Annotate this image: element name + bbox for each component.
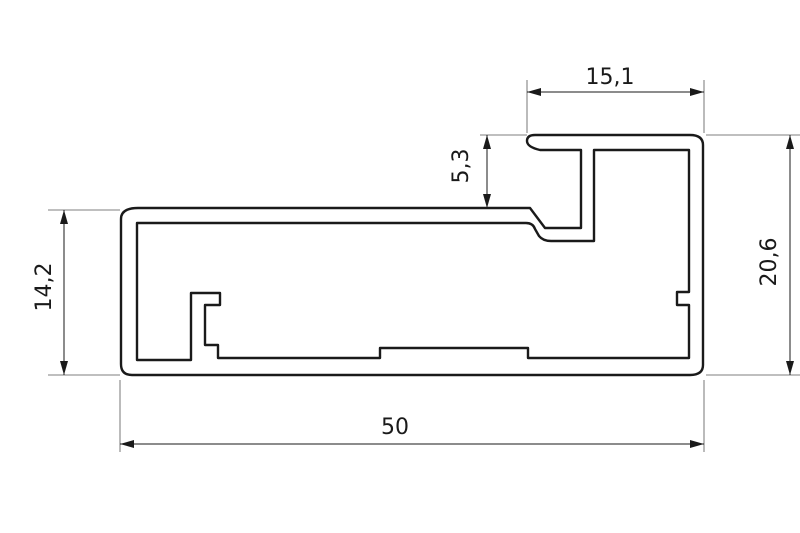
dimension-label-overall-height: 20,6	[757, 238, 782, 287]
dimension-label-left-height: 14,2	[32, 263, 57, 312]
dimension-step-height: 5,3	[449, 135, 491, 208]
profile-outer-contour	[119, 133, 705, 377]
dimension-left-height: 14,2	[32, 210, 68, 375]
dimension-label-overall-width: 50	[381, 415, 409, 440]
dimension-lip-width: 15,1	[527, 65, 704, 96]
dimension-overall-width: 50	[120, 415, 704, 448]
dimension-label-lip-width: 15,1	[586, 65, 635, 90]
extension-lines	[48, 80, 800, 452]
profile-section	[119, 133, 705, 377]
profile-inner-contour	[135, 148, 691, 362]
dimension-label-step-height: 5,3	[449, 149, 474, 184]
dimension-overall-height: 20,6	[757, 135, 794, 375]
